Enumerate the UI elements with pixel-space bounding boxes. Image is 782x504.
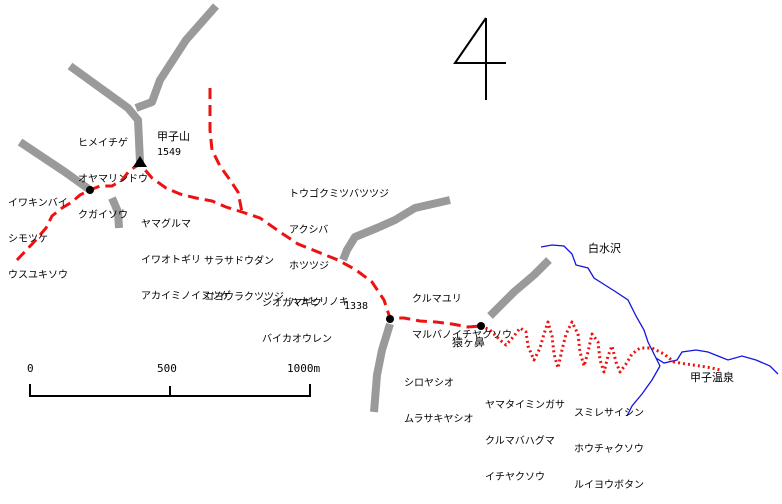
flower-list-south-peak: ヤマグルマ イワオトギリ アカイミノイヌツゲ [141,195,231,315]
elevation-1338: 1338 [344,301,369,312]
flower-label: オヤマリンドウ [78,174,148,185]
flower-label: イチヤクソウ [485,472,545,483]
flower-list-west: イワキンバイ シモツケ ウスユキソウ [8,174,68,294]
flower-label: ハナヒリノキ [289,297,349,308]
river-shirouzusawa [540,244,661,367]
waypoint-1338-dot [386,315,394,323]
river-branch [655,349,779,375]
ridge-east [487,257,552,319]
flower-label: シモツケ [8,234,48,245]
ridge-north-2 [134,3,219,112]
rivers [540,244,779,417]
flower-label: ウスユキソウ [8,270,68,281]
flower-label: スミレサイシン [574,408,644,419]
waypoint-west-dot [86,186,94,194]
river-label: 白水沢 [588,242,621,255]
flower-label: シオガマギク [262,298,322,309]
flower-label: イワキンバイ [8,198,68,209]
flower-label: バイカオウレン [262,334,332,345]
flower-list-peak-north: ヒメイチゲ オヤマリンドウ クガイソウ [78,114,148,234]
flower-list-ridge-b: サラサドウダン コヨウラクツツジ [204,232,284,316]
flower-list-kuruma: クルマユリ マルバノイチヤクソウ [412,270,512,354]
hiking-trail [15,88,721,374]
flower-label: ムラサキヤシオ [404,414,474,425]
flower-label: クガイソウ [78,210,128,221]
waypoint-sarugahana-dot [477,322,485,330]
ridge-west-spur [108,196,123,229]
scale-bar [29,384,311,397]
flower-label: クルマユリ [412,294,462,305]
flower-label: ルイヨウボタン [574,480,644,491]
gray-ridges [17,3,552,413]
sheet-number-glyph [453,17,506,100]
peak-triangle-icon [133,156,147,167]
route-map [15,3,779,417]
flower-list-onsen: スミレサイシン ホウチャクソウ ルイヨウボタン [574,384,644,504]
flower-label: ヤマタイミンガサ [485,400,565,411]
onsen-label: 甲子温泉 [690,371,734,384]
flower-label: アカイミノイヌツゲ [141,291,231,302]
river-lower [626,365,661,417]
flower-label: イワオトギリ [141,255,201,266]
flower-label: シロヤシオ [404,378,454,389]
flower-label: トウゴクミツバツツジ [289,189,389,200]
ridge-center [339,196,451,262]
flower-list-1338: シロヤシオ ムラサキヤシオ [404,354,474,438]
peak-elevation: 1549 [157,147,182,158]
trail-descent [480,320,721,374]
flower-label: ホウチャクソウ [574,444,644,455]
ridge-west [17,138,93,194]
markers [86,156,485,330]
flower-label: ヒメイチゲ [78,138,128,149]
flower-list-ridge-a: トウゴクミツバツツジ アクシバ ホツツジ ハナヒリノキ [289,165,389,321]
ridge-south [370,322,394,413]
scale-tick-500: 500 [157,362,177,375]
flower-label: コヨウラクツツジ [204,292,284,303]
ridge-north-1 [67,62,144,163]
peak-name: 甲子山 [157,130,190,143]
flower-label: ヤマグルマ [141,219,191,230]
place-sarugahana: 猿ヶ鼻 [452,336,485,349]
flower-label: クルマバハグマ [485,436,555,447]
flower-list-descent: ヤマタイミンガサ クルマバハグマ イチヤクソウ [485,376,565,496]
flower-list-ridge-c: シオガマギク バイカオウレン [262,274,332,358]
trail-north-branch [208,88,244,213]
trail-main [15,162,482,329]
flower-label: マルバノイチヤクソウ [412,330,512,341]
flower-label: サラサドウダン [204,256,274,267]
scale-tick-1000m: 1000m [287,362,321,375]
flower-label: ホツツジ [289,261,329,272]
scale-tick-0: 0 [27,362,34,375]
flower-label: アクシバ [289,225,329,236]
